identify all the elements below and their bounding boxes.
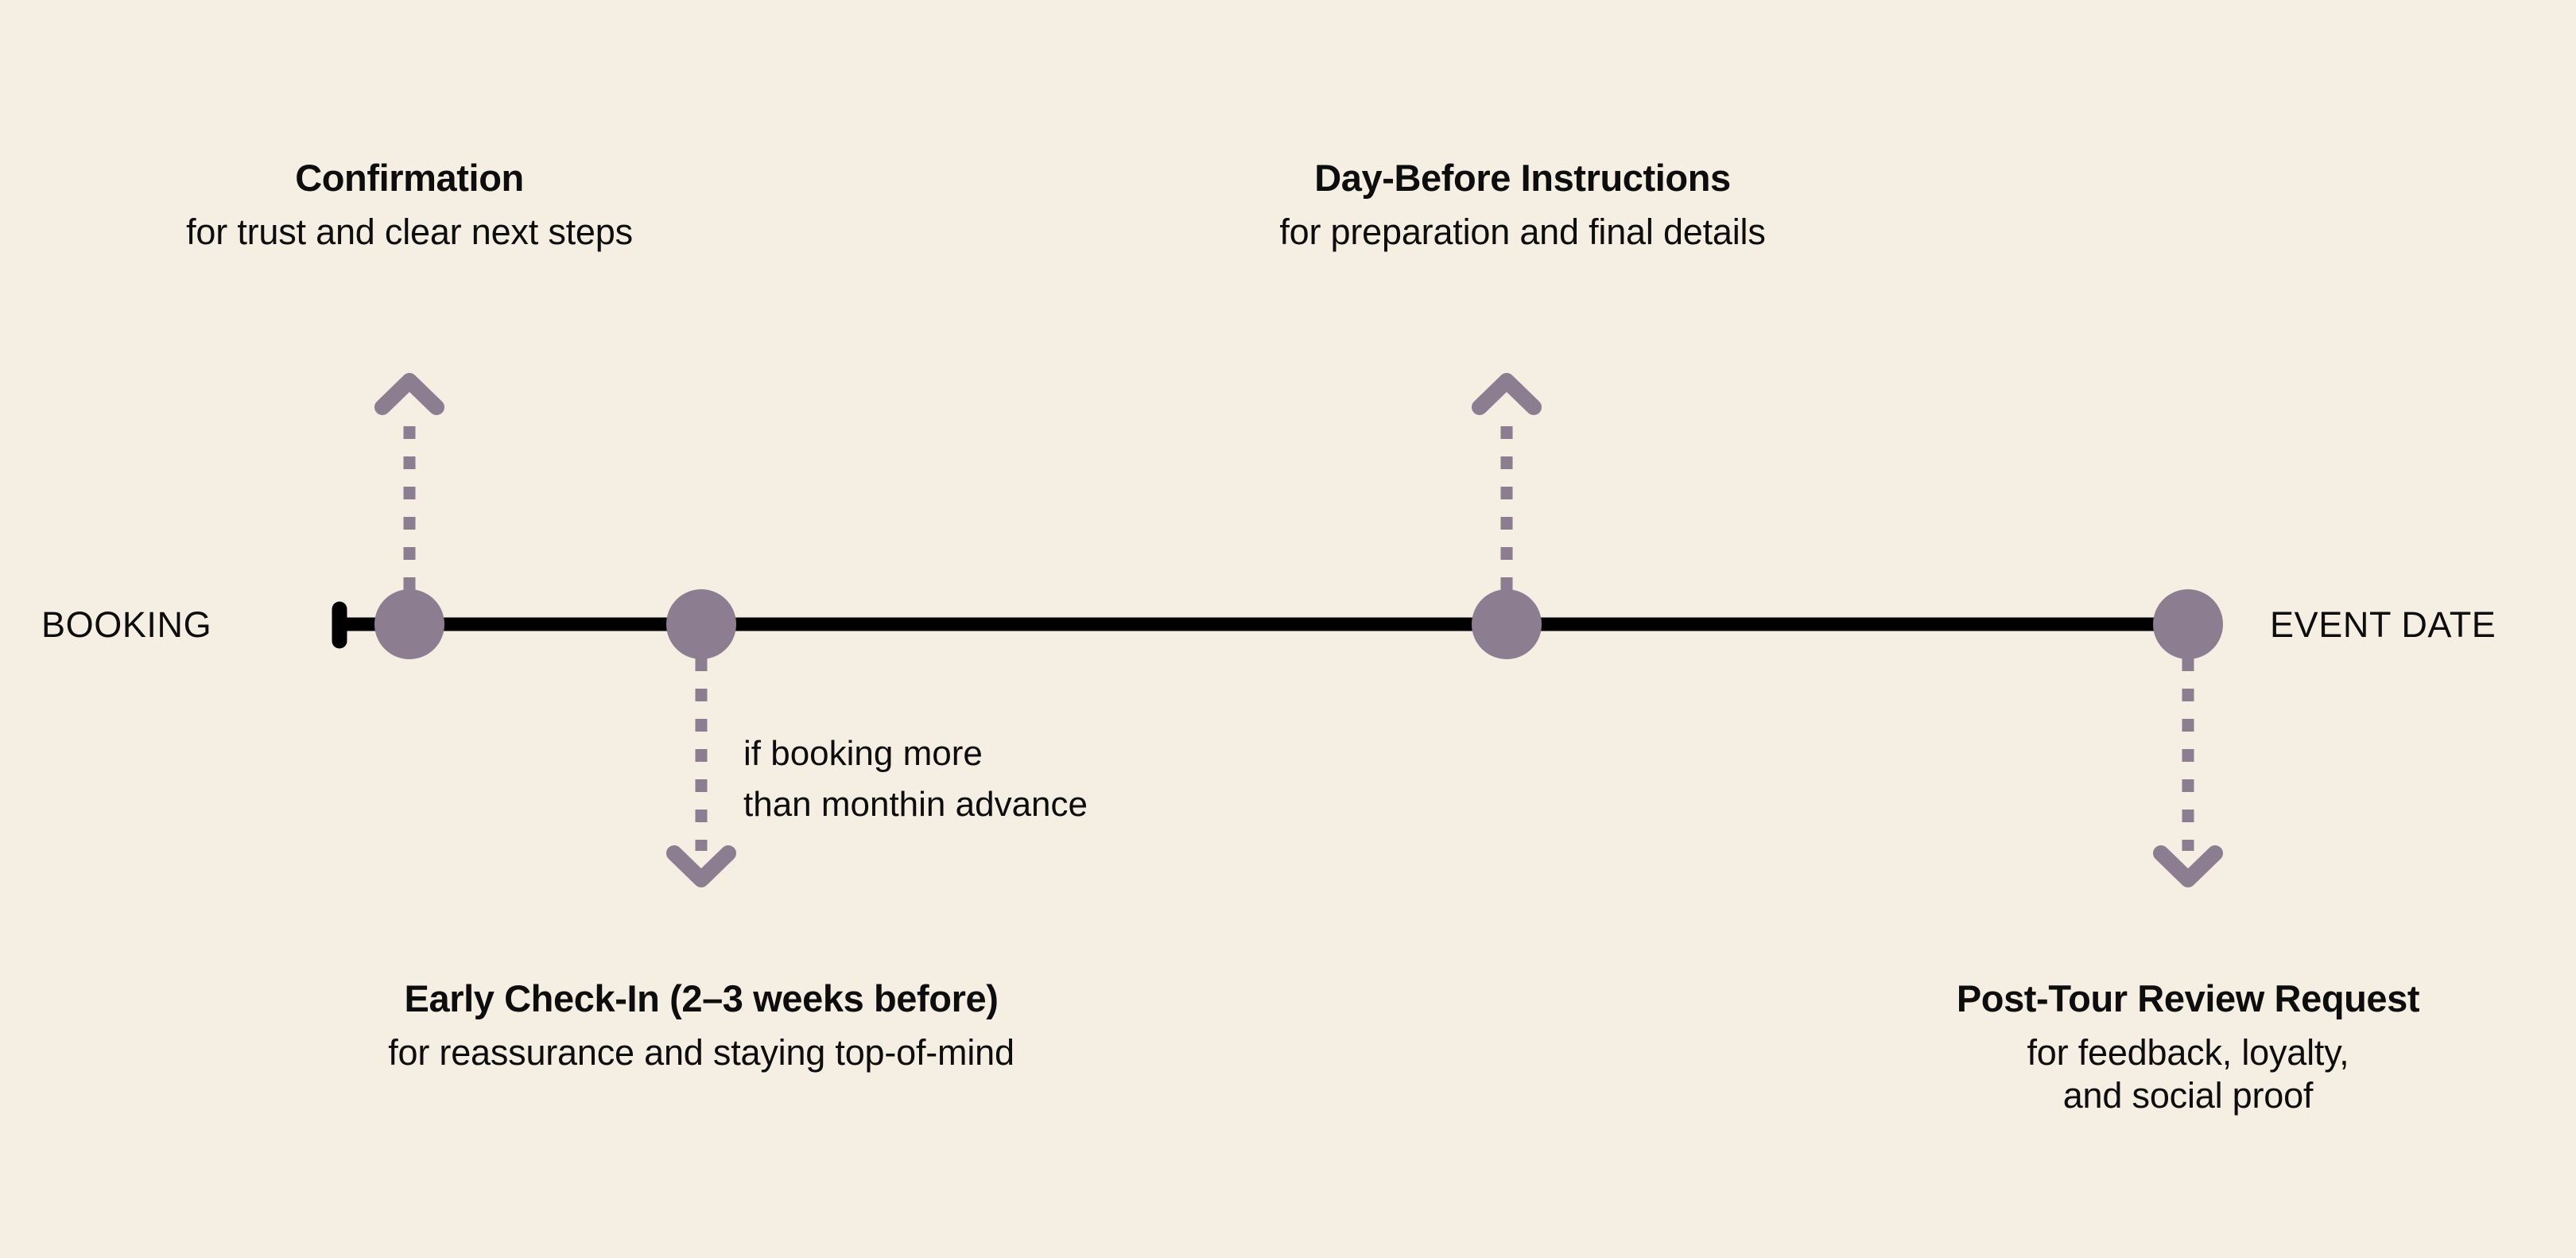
annotation-line: for trust and clear next steps xyxy=(186,212,633,253)
timeline-end-label: EVENT DATE xyxy=(2270,604,2496,646)
annotation-early-check-in: Early Check-In (2–3 weeks before) for re… xyxy=(149,977,1253,1074)
annotation-day-before: Day-Before Instructions for preparation … xyxy=(1113,156,1932,254)
timeline-node-confirmation[interactable] xyxy=(374,589,444,659)
annotation-post-tour-subtitle: for feedback, loyalty, and social proof xyxy=(1795,1031,2576,1116)
annotation-line: if booking more xyxy=(743,734,983,773)
arrowhead-up-day-before xyxy=(1472,373,1542,415)
annotation-post-tour-title: Post-Tour Review Request xyxy=(1956,977,2420,1019)
annotation-day-before-subtitle: for preparation and final details xyxy=(1113,211,1932,253)
annotation-line: and social proof xyxy=(2062,1074,2314,1116)
annotation-confirmation: Confirmation for trust and clear next st… xyxy=(0,156,819,254)
annotation-line: for preparation and final details xyxy=(1279,212,1766,253)
annotation-day-before-title: Day-Before Instructions xyxy=(1314,157,1731,199)
annotation-early-check-in-title: Early Check-In (2–3 weeks before) xyxy=(404,977,999,1019)
timeline-node-post-tour[interactable] xyxy=(2153,589,2223,659)
annotation-line: for reassurance and staying top-of-mind xyxy=(388,1032,1014,1074)
timeline-node-early-check-in[interactable] xyxy=(666,589,736,659)
timeline-end-label-text: EVENT DATE xyxy=(2270,604,2496,645)
annotation-early-check-in-subtitle: for reassurance and staying top-of-mind xyxy=(149,1031,1253,1074)
annotation-line: for feedback, loyalty, xyxy=(2027,1032,2349,1074)
annotation-line: than monthin advance xyxy=(743,784,1088,824)
timeline-node-day-before[interactable] xyxy=(1472,589,1542,659)
timeline-start-label: BOOKING xyxy=(41,604,211,646)
arrowhead-up-confirmation xyxy=(374,373,444,415)
timeline-start-label-text: BOOKING xyxy=(41,604,212,645)
annotation-post-tour: Post-Tour Review Request for feedback, l… xyxy=(1795,977,2576,1116)
arrowhead-down-early-check-in xyxy=(666,845,736,887)
annotation-confirmation-subtitle: for trust and clear next steps xyxy=(0,211,819,253)
annotation-condition-note: if booking more than monthin advance xyxy=(743,728,1088,830)
arrowhead-down-post-tour xyxy=(2153,845,2223,887)
annotation-confirmation-title: Confirmation xyxy=(295,157,524,199)
